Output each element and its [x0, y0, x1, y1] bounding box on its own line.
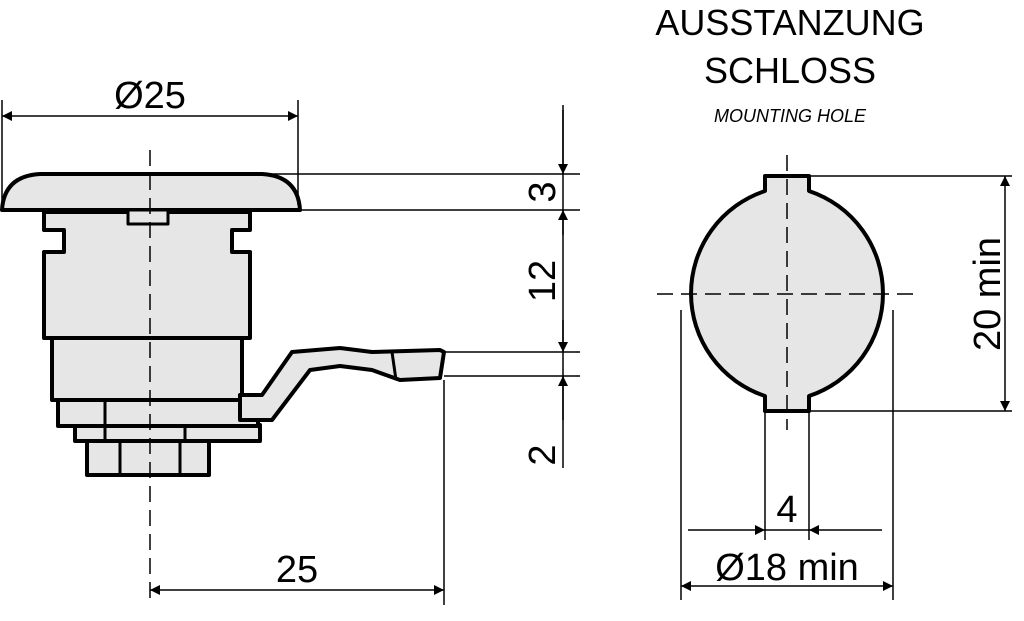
dim-hole-diameter: Ø18 min [681, 547, 893, 591]
dim-cam-thickness-label: 2 [522, 444, 564, 465]
title-subtitle: MOUNTING HOLE [714, 106, 867, 126]
dim-cam-length: 25 [150, 549, 444, 595]
dim-hole-height-label: 20 min [967, 237, 1009, 351]
lock-head-cap [0, 172, 302, 212]
dim-head-diameter: Ø25 [2, 75, 298, 121]
mounting-hole-view [657, 155, 918, 430]
dim-key-width: 4 [688, 489, 882, 535]
dim-hole-diameter-label: Ø18 min [715, 547, 859, 589]
extension-lines [1, 100, 580, 605]
dim-cam-length-label: 25 [276, 549, 318, 591]
hole-extension-lines [680, 175, 1012, 600]
lock-flange [56, 398, 260, 428]
title-block: AUSSTANZUNG SCHLOSS MOUNTING HOLE [655, 2, 924, 126]
lock-cam-arm [238, 346, 446, 422]
dim-key-width-label: 4 [776, 489, 797, 531]
dim-hole-height: 20 min [967, 176, 1010, 411]
dim-vertical-chain: 3 12 2 [522, 105, 568, 468]
dim-body-height-label: 12 [522, 260, 564, 302]
dim-head-diameter-label: Ø25 [114, 75, 186, 117]
title-line1: AUSSTANZUNG [655, 2, 924, 43]
lock-main-body [42, 210, 252, 340]
lock-nut [85, 438, 211, 477]
title-line2: SCHLOSS [704, 50, 876, 91]
lock-slot [126, 208, 170, 226]
lock-lower-body [50, 336, 244, 402]
dim-head-height-label: 3 [522, 181, 564, 202]
lock-side-view [0, 150, 446, 605]
